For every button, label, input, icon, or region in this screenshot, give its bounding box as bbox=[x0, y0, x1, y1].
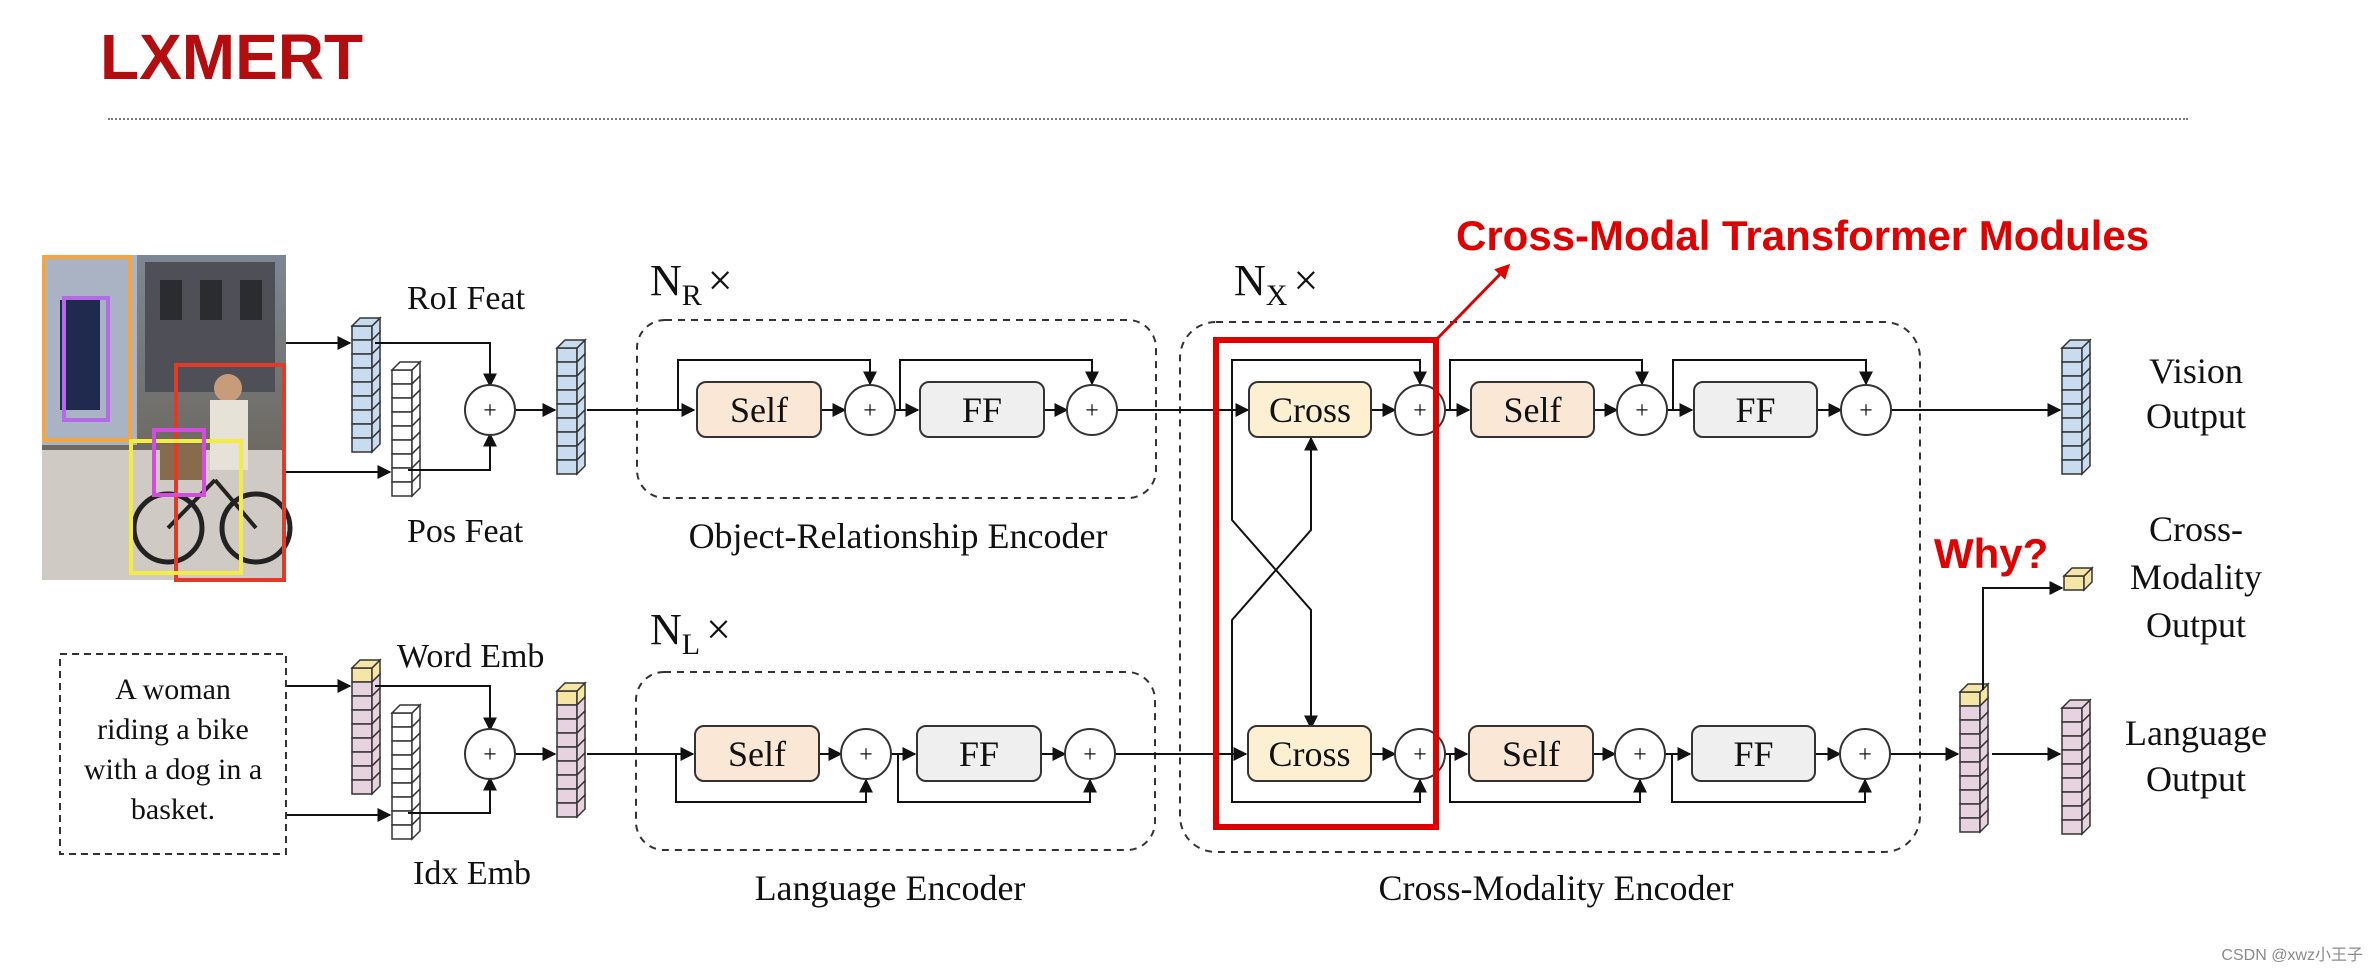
language-output-label-2: Output bbox=[2146, 759, 2246, 799]
feature-vectors bbox=[350, 316, 2094, 841]
input-connections bbox=[286, 336, 557, 822]
nr-label: NR× bbox=[650, 256, 733, 312]
language-encoder-label: Language Encoder bbox=[755, 868, 1026, 908]
self-block-language: Self bbox=[694, 725, 820, 782]
sum-cross-language-plus: + bbox=[1413, 742, 1427, 768]
language-output-label-1: Language bbox=[2125, 713, 2267, 753]
sum-language-self: + bbox=[840, 728, 892, 780]
sum-cross-self-language-plus: + bbox=[1633, 742, 1647, 768]
vision-output-vector bbox=[2060, 338, 2092, 476]
ff-block-object-label: FF bbox=[962, 390, 1002, 430]
watermark: CSDN @xwz小王子 bbox=[2221, 947, 2363, 964]
sum-word-idx-plus: + bbox=[483, 742, 497, 768]
self-block-cross-vision-label: Self bbox=[1504, 390, 1562, 430]
sum-word-idx: + bbox=[464, 728, 516, 780]
input-text-line-4: basket. bbox=[131, 793, 215, 826]
cross-output-label-2: Modality bbox=[2130, 557, 2262, 597]
pooled-language-vector bbox=[1958, 682, 1990, 834]
self-block-cross-language: Self bbox=[1468, 725, 1594, 782]
word-vector bbox=[350, 658, 382, 796]
language-input-vector bbox=[555, 681, 587, 819]
sum-nodes: + + + + + + + + + + + + bbox=[464, 384, 1892, 780]
self-block-cross-language-label: Self bbox=[1502, 734, 1560, 774]
cross-modal-annotation: Cross-Modal Transformer Modules bbox=[1456, 212, 2149, 259]
cross-output-label-1: Cross- bbox=[2149, 509, 2243, 549]
cross-output-vector bbox=[2062, 566, 2094, 592]
ff-block-language-label: FF bbox=[959, 734, 999, 774]
nx-label: NX× bbox=[1234, 256, 1318, 312]
ff-block-cross-language: FF bbox=[1691, 725, 1816, 782]
sum-object-ff-plus: + bbox=[1085, 398, 1099, 424]
nl-label: NL× bbox=[650, 605, 731, 661]
sum-roi-pos-plus: + bbox=[483, 398, 497, 424]
ff-block-cross-language-label: FF bbox=[1733, 734, 1773, 774]
sum-language-ff: + bbox=[1064, 728, 1116, 780]
language-output-vector bbox=[2060, 698, 2092, 836]
sum-cross-language: + bbox=[1394, 728, 1446, 780]
vision-input-vector bbox=[555, 338, 587, 476]
sum-cross-self-vision: + bbox=[1616, 384, 1668, 436]
sum-cross-vision: + bbox=[1394, 384, 1446, 436]
word-emb-label: Word Emb bbox=[397, 638, 544, 675]
sum-roi-pos: + bbox=[464, 384, 516, 436]
sum-cross-self-vision-plus: + bbox=[1635, 398, 1649, 424]
self-block-cross-vision: Self bbox=[1470, 381, 1595, 438]
input-text-line-1: A woman bbox=[115, 673, 231, 706]
sum-language-ff-plus: + bbox=[1083, 742, 1097, 768]
sum-cross-ff-vision: + bbox=[1840, 384, 1892, 436]
slide-title: LXMERT bbox=[100, 21, 364, 93]
ff-block-cross-vision-label: FF bbox=[1735, 390, 1775, 430]
self-block-object-label: Self bbox=[730, 390, 788, 430]
vision-output-label-2: Output bbox=[2146, 396, 2246, 436]
object-encoder-label: Object-Relationship Encoder bbox=[689, 516, 1108, 556]
sum-cross-ff-vision-plus: + bbox=[1859, 398, 1873, 424]
ff-block-language: FF bbox=[916, 725, 1042, 782]
cross-block-vision: Cross bbox=[1248, 381, 1372, 438]
cross-block-language: Cross bbox=[1247, 725, 1372, 782]
title-divider bbox=[108, 118, 2188, 120]
ff-block-cross-vision: FF bbox=[1693, 381, 1818, 438]
vision-output-label-1: Vision bbox=[2149, 351, 2243, 391]
sum-cross-ff-language: + bbox=[1839, 728, 1891, 780]
language-encoder-box bbox=[635, 671, 1156, 851]
cross-modal-pointer bbox=[1434, 263, 1511, 342]
self-block-language-label: Self bbox=[728, 734, 786, 774]
cross-encoder-label: Cross-Modality Encoder bbox=[1379, 868, 1734, 908]
input-text-line-3: with a dog in a bbox=[84, 753, 262, 786]
idx-emb-label: Idx Emb bbox=[413, 855, 531, 892]
pos-vector bbox=[390, 360, 422, 498]
cross-output-label-3: Output bbox=[2146, 605, 2246, 645]
roi-feat-label: RoI Feat bbox=[407, 280, 526, 317]
why-annotation: Why? bbox=[1934, 530, 2048, 577]
cross-encoder-box bbox=[1179, 321, 1921, 853]
idx-vector bbox=[390, 703, 422, 841]
sum-cross-vision-plus: + bbox=[1413, 398, 1427, 424]
cross-block-language-label: Cross bbox=[1268, 734, 1350, 774]
input-sentence-box: A woman riding a bike with a dog in a ba… bbox=[59, 653, 287, 855]
pos-feat-label: Pos Feat bbox=[407, 513, 524, 550]
street-photo bbox=[42, 255, 293, 582]
sum-object-self-plus: + bbox=[863, 398, 877, 424]
sum-cross-ff-language-plus: + bbox=[1858, 742, 1872, 768]
ff-block-object: FF bbox=[919, 381, 1045, 438]
self-block-object: Self bbox=[696, 381, 822, 438]
cross-block-vision-label: Cross bbox=[1269, 390, 1351, 430]
sum-object-ff: + bbox=[1066, 384, 1118, 436]
input-text-line-2: riding a bike bbox=[97, 713, 249, 746]
encoder-connections bbox=[587, 359, 2064, 803]
sum-object-self: + bbox=[844, 384, 896, 436]
sum-language-self-plus: + bbox=[859, 742, 873, 768]
roi-vector bbox=[350, 316, 382, 454]
sum-cross-self-language: + bbox=[1614, 728, 1666, 780]
cross-modal-highlight bbox=[1213, 337, 1439, 830]
